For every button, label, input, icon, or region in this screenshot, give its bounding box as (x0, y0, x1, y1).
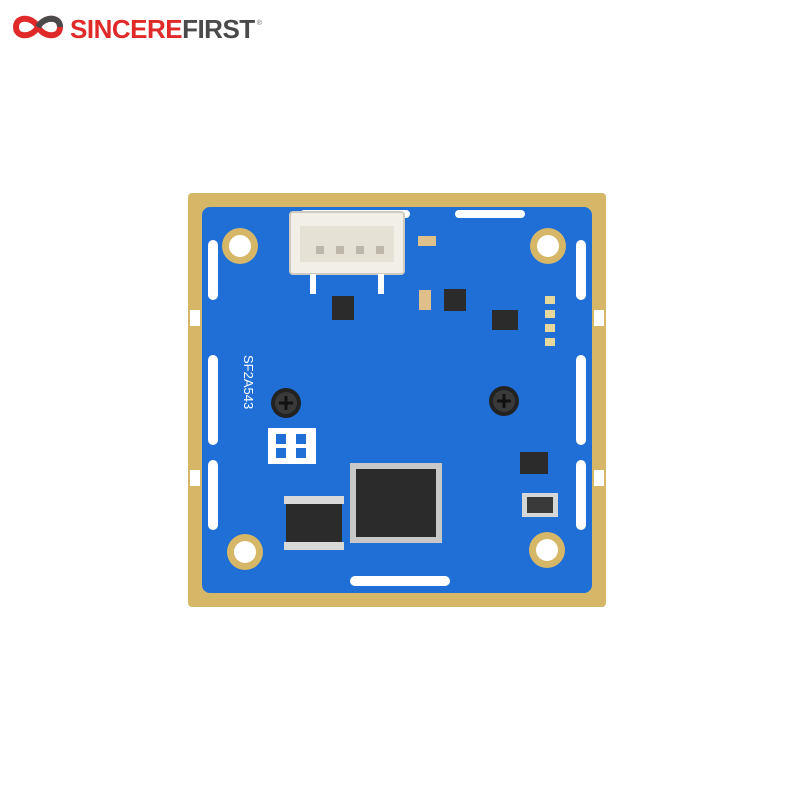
mounting-holes (222, 228, 566, 570)
flash-chip (284, 496, 344, 550)
silkscreen-label: SF2A543 (241, 355, 256, 409)
header-connector (289, 211, 405, 294)
brand-logo: SINCEREFIRST ® (12, 12, 262, 46)
main-chip (350, 463, 442, 543)
small-components (332, 236, 558, 517)
sensor-pads (268, 428, 316, 464)
brand-wordmark: SINCEREFIRST (70, 14, 255, 44)
registered-mark: ® (256, 20, 262, 27)
infinity-loop-icon (12, 12, 64, 47)
screws (271, 386, 519, 418)
